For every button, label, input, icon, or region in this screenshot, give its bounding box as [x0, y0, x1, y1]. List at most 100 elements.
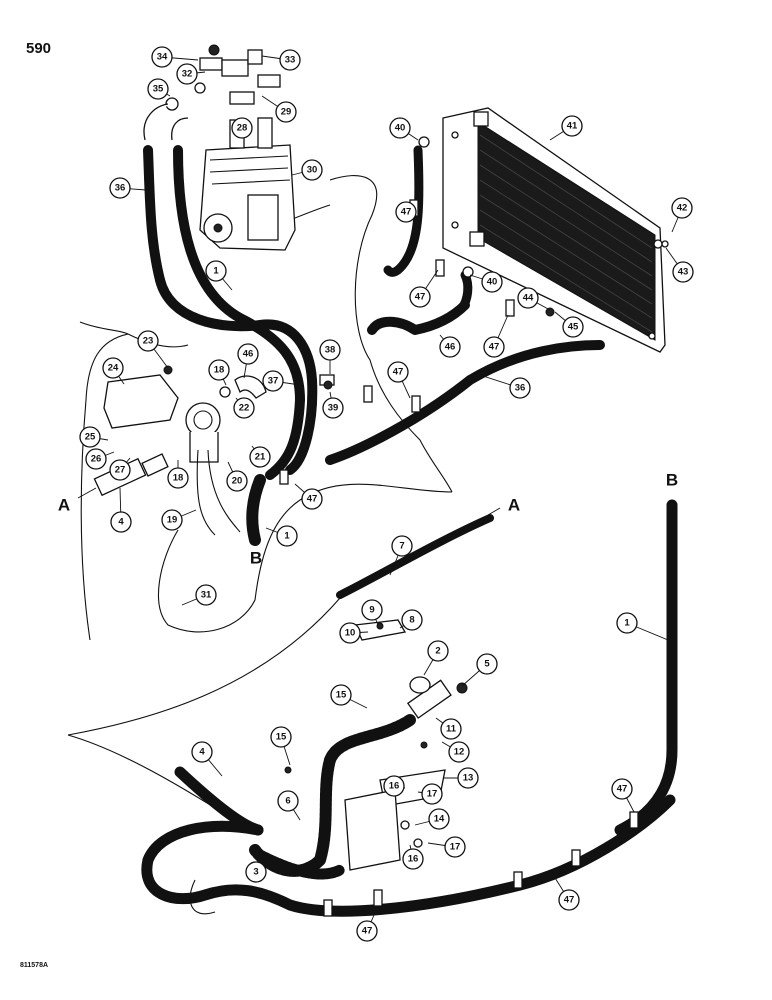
callout-8: 8 [409, 615, 414, 626]
callout-circle [391, 535, 413, 557]
callout-circle [226, 470, 248, 492]
hose-3-return [141, 794, 676, 917]
figure-code: 811578A [20, 962, 49, 969]
wiring-harness-upper [79, 175, 453, 641]
callout-24: 24 [108, 363, 119, 374]
callout-circle [672, 261, 694, 283]
callout-22: 22 [239, 403, 250, 414]
hose-36-right [325, 340, 605, 465]
callout-circle [277, 790, 299, 812]
callout-circle [339, 622, 361, 644]
callout-circle [427, 640, 449, 662]
callout-10: 10 [345, 628, 356, 639]
callout-9: 9 [369, 605, 374, 616]
callout-6: 6 [285, 796, 290, 807]
callout-47: 47 [617, 784, 628, 795]
callout-1: 1 [624, 618, 630, 629]
hose-1-upper-inner [155, 275, 318, 475]
callout-38: 38 [325, 345, 336, 356]
callout-47: 47 [401, 207, 412, 218]
callout-circle [195, 584, 217, 606]
callout-circle [389, 117, 411, 139]
callout-circle [671, 197, 693, 219]
callout-45: 45 [568, 322, 579, 333]
callout-circle [356, 920, 378, 942]
callout-17: 17 [427, 789, 438, 800]
callout-18: 18 [214, 365, 225, 376]
callout-43: 43 [678, 267, 689, 278]
callout-20: 20 [232, 476, 243, 487]
callout-circle [444, 836, 466, 858]
callout-circle [110, 511, 132, 533]
callout-4: 4 [199, 747, 205, 758]
callout-11: 11 [446, 724, 457, 735]
callout-circle [233, 397, 255, 419]
callout-19: 19 [167, 515, 178, 526]
callout-circle [561, 115, 583, 137]
receiver-drier [103, 365, 267, 536]
callout-26: 26 [91, 454, 102, 465]
callout-circle [421, 783, 443, 805]
callout-40: 40 [395, 123, 406, 134]
callout-40: 40 [487, 277, 498, 288]
callout-circle [322, 397, 344, 419]
callout-circle [440, 718, 462, 740]
callout-36: 36 [515, 383, 526, 394]
break-letter-a-left: A [58, 496, 70, 515]
callout-circle [191, 741, 213, 763]
hose-3-return-outline [189, 879, 216, 915]
callout-18: 18 [173, 473, 184, 484]
callout-circle [276, 525, 298, 547]
callout-circle [457, 767, 479, 789]
callout-circle [517, 287, 539, 309]
callout-14: 14 [434, 814, 445, 825]
callout-circle [208, 359, 230, 381]
hose-1-lower-segment [246, 474, 266, 546]
callout-1: 1 [213, 266, 219, 277]
callout-34: 34 [157, 52, 168, 63]
callout-circle [167, 467, 189, 489]
page-number: 590 [26, 40, 52, 57]
callout-circle [387, 361, 409, 383]
callout-circle [428, 808, 450, 830]
callout-15: 15 [276, 732, 287, 743]
callout-37: 37 [268, 376, 279, 387]
callout-circle [262, 370, 284, 392]
callout-12: 12 [454, 747, 465, 758]
callout-circle [611, 778, 633, 800]
callout-46: 46 [445, 342, 456, 353]
callout-47: 47 [564, 895, 575, 906]
callout-circle [151, 46, 173, 68]
callout-42: 42 [677, 203, 688, 214]
callout-circle [483, 336, 505, 358]
callout-circle [383, 775, 405, 797]
compressor [199, 117, 296, 251]
callout-circle [395, 201, 417, 223]
callout-circle [249, 446, 271, 468]
callout-circle [558, 889, 580, 911]
wire-to-compressor [289, 204, 331, 221]
callout-circle [231, 117, 253, 139]
callout-circle [509, 377, 531, 399]
callout-16: 16 [389, 781, 400, 792]
callout-2: 2 [435, 646, 440, 657]
callout-circle [319, 339, 341, 361]
break-letter-b-right: B [666, 471, 678, 490]
condenser [442, 107, 669, 353]
callout-circle [245, 861, 267, 883]
callout-circle [237, 343, 259, 365]
callout-23: 23 [143, 336, 154, 347]
callout-4: 4 [118, 517, 124, 528]
callout-circle [616, 612, 638, 634]
callout-35: 35 [153, 84, 164, 95]
callout-circle [161, 509, 183, 531]
callout-circle [481, 271, 503, 293]
callout-33: 33 [285, 55, 296, 66]
callout-36: 36 [115, 183, 126, 194]
callout-5: 5 [484, 659, 490, 670]
callout-13: 13 [463, 773, 474, 784]
callout-16: 16 [408, 854, 419, 865]
callout-47: 47 [307, 494, 318, 505]
